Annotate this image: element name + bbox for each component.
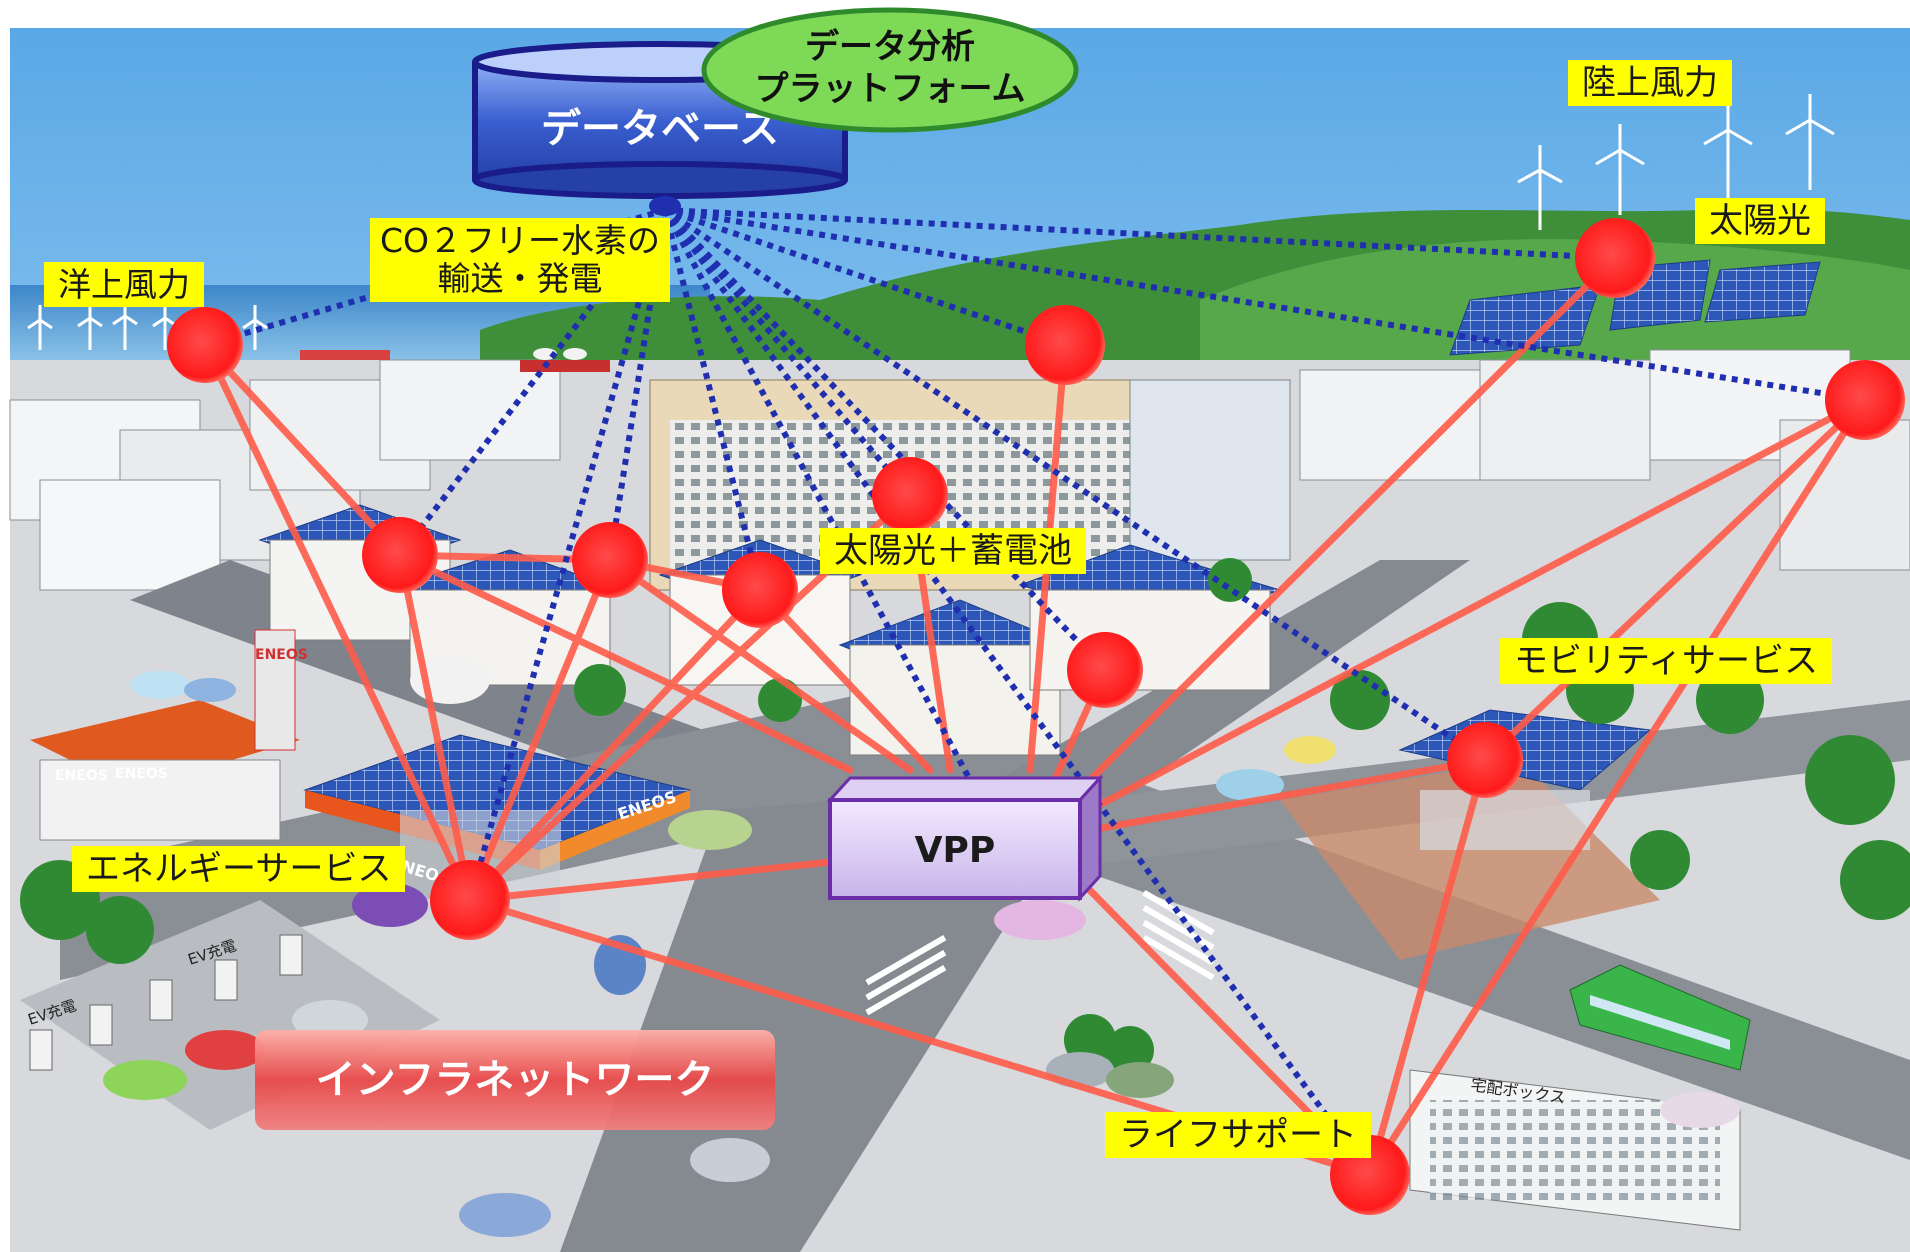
link — [396, 551, 474, 904]
data-link — [662, 208, 913, 497]
link — [466, 586, 764, 904]
solar-battery-label: 太陽光＋蓄電池 — [820, 528, 1086, 574]
link — [1366, 396, 1869, 1179]
eneos-sign-left-2: ENEOS — [115, 766, 168, 782]
data-link — [663, 207, 1487, 763]
nodes — [167, 218, 1905, 1215]
onshore-wind-label: 陸上風力 — [1568, 60, 1732, 106]
node-house — [572, 522, 648, 598]
link — [1481, 396, 1869, 764]
node-house — [1067, 632, 1143, 708]
mobility-service-label: モビリティサービス — [1500, 638, 1832, 684]
trees — [20, 558, 1910, 1074]
data-link — [204, 207, 666, 348]
node-energy-service — [430, 860, 510, 940]
link — [1366, 756, 1489, 1179]
link — [466, 556, 614, 904]
node-solar — [1575, 218, 1655, 298]
data-link — [662, 209, 763, 591]
platform-label-line2: プラットフォーム — [755, 69, 1026, 109]
link — [1066, 254, 1619, 804]
data-link — [664, 207, 1616, 261]
node-onshore — [1825, 360, 1905, 440]
link — [1086, 396, 1869, 814]
ships — [300, 348, 610, 372]
data-link — [662, 207, 1108, 673]
database-label: データベース — [541, 106, 779, 152]
eneos-sign-pole: ENEOS — [255, 647, 308, 663]
hydrogen-label-line2: 輸送・発電 — [437, 258, 603, 298]
infra-network-banner: インフラネットワーク — [255, 1030, 775, 1130]
link — [756, 586, 934, 774]
platform-ellipse: データ分析 プラットフォーム — [701, 7, 1079, 133]
node-mobility — [1447, 722, 1523, 798]
data-link — [664, 207, 1866, 403]
link — [606, 556, 914, 774]
life-support-label: ライフサポート — [1105, 1112, 1371, 1158]
infra-network-label: インフラネットワーク — [316, 1057, 715, 1103]
energy-service-label: エネルギーサービス — [72, 846, 406, 892]
hydrogen-label: CO２フリー水素の 輸送・発電 — [370, 218, 671, 302]
hydrogen-label-line1: CO２フリー水素の — [380, 221, 661, 260]
vpp-label: VPP — [915, 830, 996, 871]
node-house — [722, 552, 798, 628]
link — [201, 341, 404, 559]
delivery-box-building — [1409, 1069, 1741, 1231]
offshore-wind-label: 洋上風力 — [44, 262, 204, 307]
wind-turbines — [27, 94, 1835, 350]
link — [1086, 756, 1489, 834]
node-house — [362, 517, 438, 593]
vpp-box: VPP — [826, 774, 1104, 902]
node-solar-battery — [872, 457, 948, 533]
platform-label-line1: データ分析 — [805, 27, 975, 67]
link — [396, 551, 854, 774]
node-building — [1025, 305, 1105, 385]
solar-label: 太陽光 — [1695, 198, 1825, 244]
node-offshore-wind — [167, 307, 243, 383]
bus — [1569, 964, 1751, 1071]
link-energy-vpp — [466, 856, 854, 904]
eneos-sign-left: ENEOS — [55, 768, 108, 784]
link-offshore-energy — [201, 341, 474, 904]
data-link — [664, 207, 1066, 348]
